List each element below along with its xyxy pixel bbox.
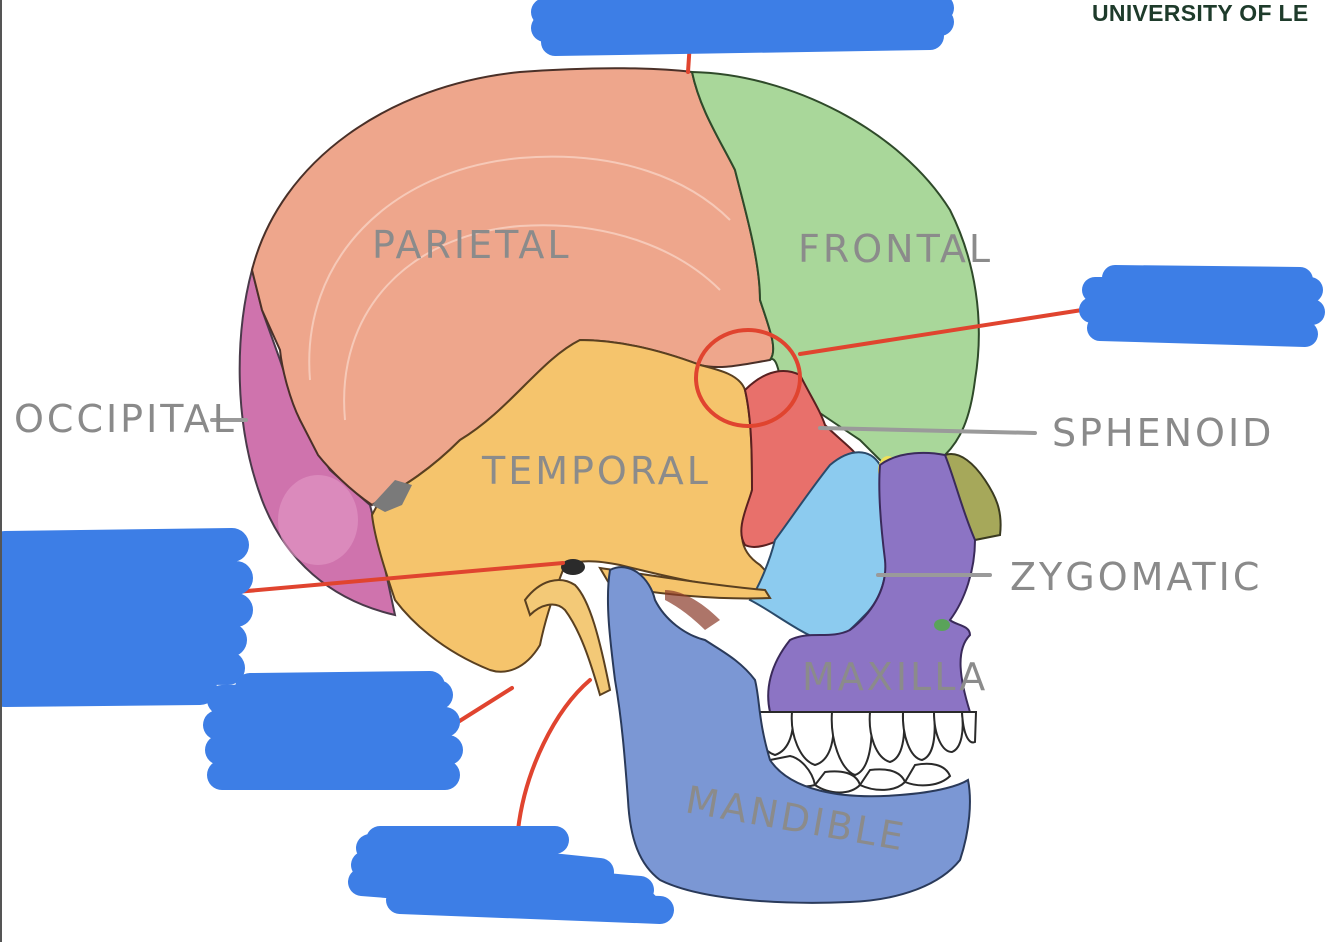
redaction-bottom bbox=[362, 840, 660, 910]
left-border bbox=[0, 0, 2, 942]
university-header: UNIVERSITY OF LE bbox=[1092, 0, 1334, 32]
nasal-septum bbox=[934, 619, 950, 631]
label-occipital: OCCIPITAL bbox=[14, 397, 237, 441]
label-maxilla: MAXILLA bbox=[802, 655, 988, 699]
label-temporal: TEMPORAL bbox=[481, 449, 711, 493]
occipital-highlight bbox=[278, 475, 358, 565]
leader-bottom bbox=[518, 680, 590, 830]
redaction-right bbox=[1092, 278, 1312, 334]
redaction-mid bbox=[218, 686, 448, 775]
leader-mid bbox=[458, 688, 512, 722]
redaction-top bbox=[545, 2, 940, 42]
label-parietal: PARIETAL bbox=[372, 223, 572, 267]
redaction-left bbox=[0, 545, 236, 690]
external-auditory-meatus bbox=[561, 559, 585, 575]
label-zygomatic: ZYGOMATIC bbox=[1010, 555, 1262, 599]
label-frontal: FRONTAL bbox=[798, 227, 993, 271]
label-sphenoid: SPHENOID bbox=[1052, 411, 1274, 455]
